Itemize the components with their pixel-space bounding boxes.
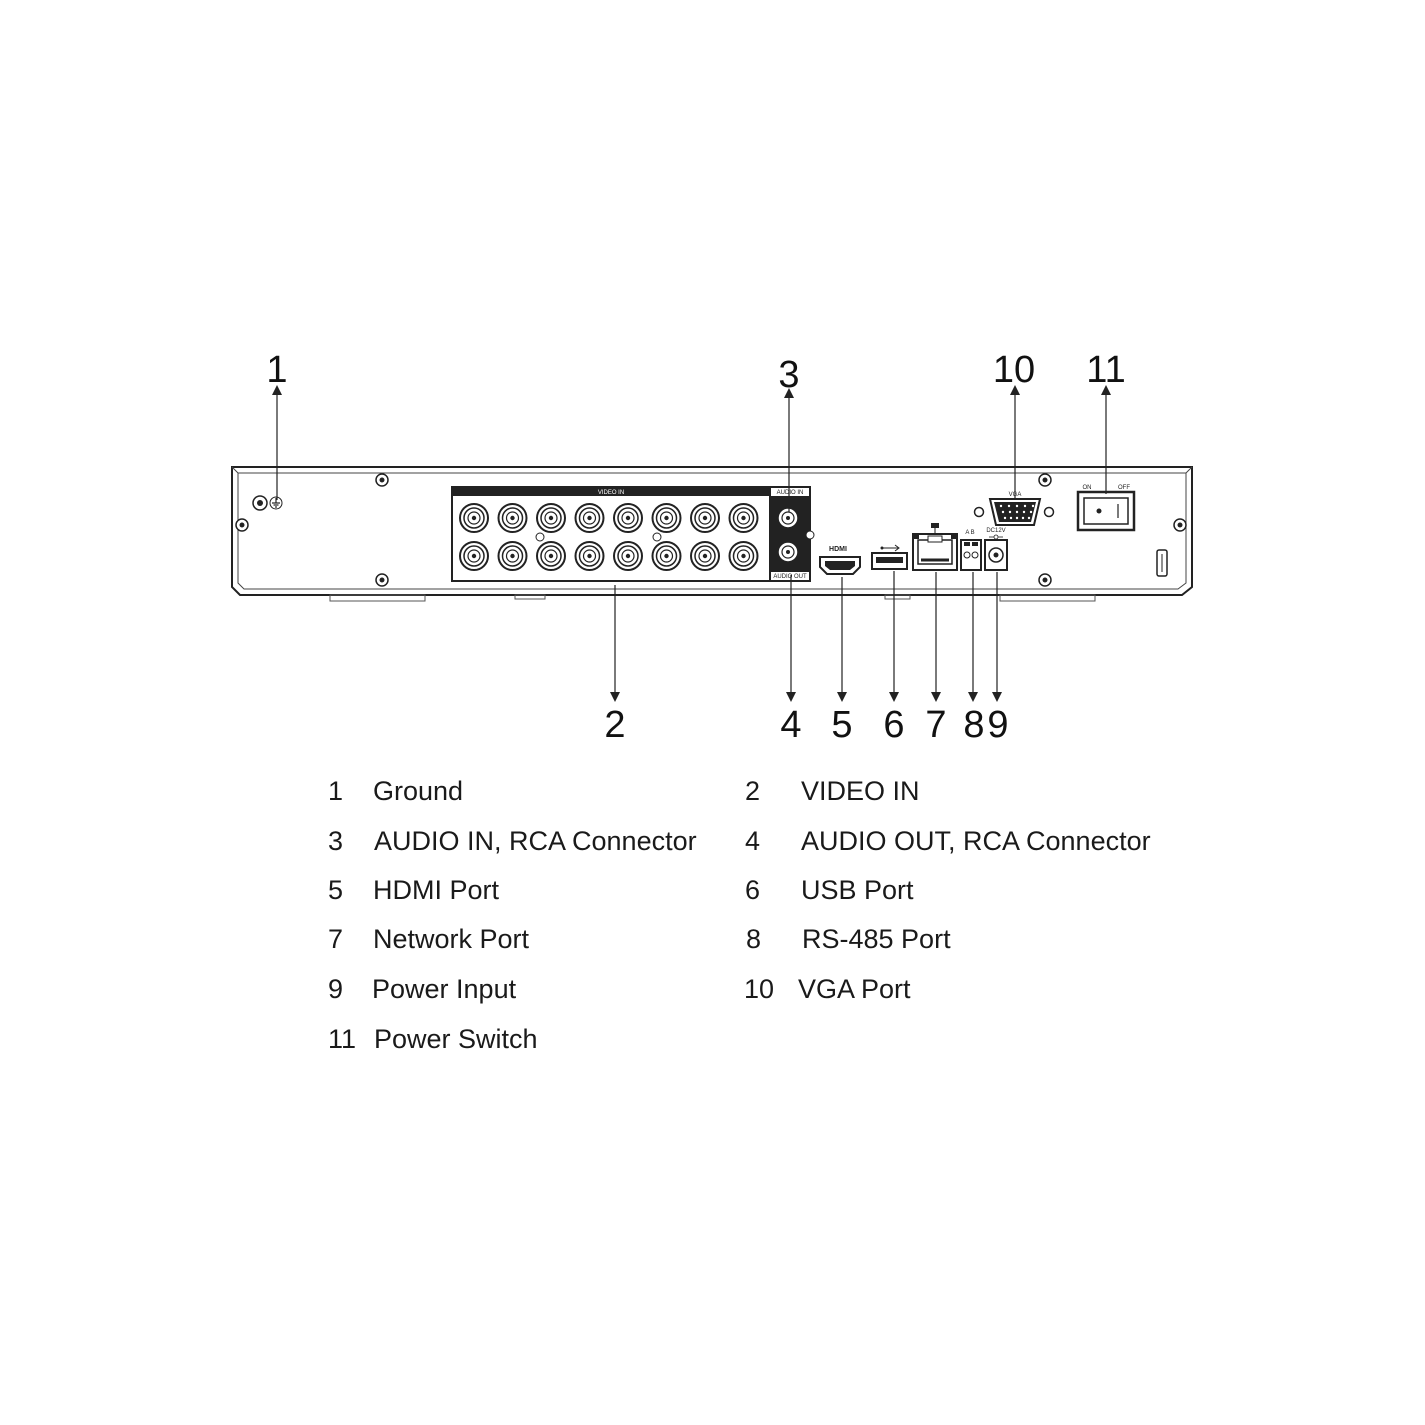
- rs485-label: A B: [965, 530, 974, 536]
- vga-pin: [1003, 516, 1007, 520]
- power-input-port: DC12V: [984, 528, 1008, 571]
- callout-9: 9: [987, 704, 1008, 746]
- vga-pin: [1009, 516, 1013, 520]
- callout-numbers: 1 2 3 4 5 6 7 8 9 10 11: [266, 349, 1125, 746]
- bnc-connector: [728, 541, 759, 571]
- vga-pin: [1015, 504, 1019, 508]
- bnc-connector: [651, 503, 682, 533]
- callout-6: 6: [883, 704, 904, 746]
- block-screw: [535, 532, 545, 542]
- vga-pin: [1027, 516, 1031, 520]
- vga-pin: [1022, 510, 1026, 514]
- bnc-connector: [728, 503, 759, 533]
- ground-terminal: [252, 495, 283, 511]
- bnc-connector: [613, 503, 643, 533]
- bnc-connectors: [459, 503, 759, 571]
- vga-pin: [1031, 504, 1035, 508]
- callout-10: 10: [993, 349, 1035, 391]
- callout-7: 7: [925, 704, 946, 746]
- bnc-connector: [536, 503, 566, 533]
- side-latch: [1156, 549, 1168, 577]
- audio-in-label: AUDIO IN: [777, 490, 804, 496]
- bnc-connector: [574, 503, 605, 533]
- audio-out-label: AUDIO OUT: [773, 574, 807, 580]
- ground-icon: [272, 498, 280, 508]
- callout-3: 3: [778, 354, 799, 396]
- audio-in-rca: [777, 507, 799, 529]
- bnc-connector: [574, 541, 605, 571]
- bnc-connector: [651, 541, 682, 571]
- vga-port: VGA: [973, 492, 1055, 526]
- block-screw: [652, 532, 662, 542]
- screws: [235, 473, 1187, 587]
- vga-pin: [1008, 510, 1012, 514]
- leader-lines: [272, 385, 1111, 702]
- power-switch: ON OFF: [1076, 485, 1136, 532]
- vga-pin: [1023, 504, 1027, 508]
- bnc-connector: [690, 503, 720, 533]
- network-port: [912, 523, 958, 571]
- vga-pin: [1021, 516, 1025, 520]
- callout-2: 2: [604, 704, 625, 746]
- vga-pin: [999, 504, 1003, 508]
- vga-pin: [1015, 510, 1019, 514]
- audio-out-rca: [777, 541, 799, 563]
- bnc-connector: [613, 541, 643, 571]
- vga-pin: [1007, 504, 1011, 508]
- callout-5: 5: [831, 704, 852, 746]
- callout-4: 4: [780, 704, 801, 746]
- switch-off-label: OFF: [1118, 485, 1130, 491]
- callout-8: 8: [963, 704, 984, 746]
- switch-on-label: ON: [1083, 485, 1092, 491]
- usb-icon: [880, 544, 900, 552]
- vga-pins: [999, 504, 1035, 520]
- vga-pin: [1015, 516, 1019, 520]
- hdmi-label: HDMI: [829, 546, 847, 553]
- video-in-block: VIDEO IN: [451, 486, 771, 582]
- bnc-connector: [459, 503, 489, 533]
- callout-1: 1: [266, 349, 287, 391]
- bnc-connector: [536, 541, 566, 571]
- vga-pin: [1001, 510, 1005, 514]
- bnc-connector: [497, 503, 528, 533]
- rs485-port: A B: [960, 530, 982, 571]
- audio-block: AUDIO IN AUDIO OUT: [769, 486, 815, 582]
- power-label: DC12V: [986, 528, 1005, 534]
- vga-pin: [1029, 510, 1033, 514]
- hdmi-port: HDMI: [819, 546, 861, 575]
- bnc-connector: [459, 541, 489, 571]
- network-icon: [931, 523, 939, 533]
- bnc-connector: [497, 541, 528, 571]
- bnc-connector: [690, 541, 720, 571]
- usb-port: [871, 544, 908, 570]
- video-in-label: VIDEO IN: [598, 490, 624, 496]
- callout-11: 11: [1086, 349, 1125, 391]
